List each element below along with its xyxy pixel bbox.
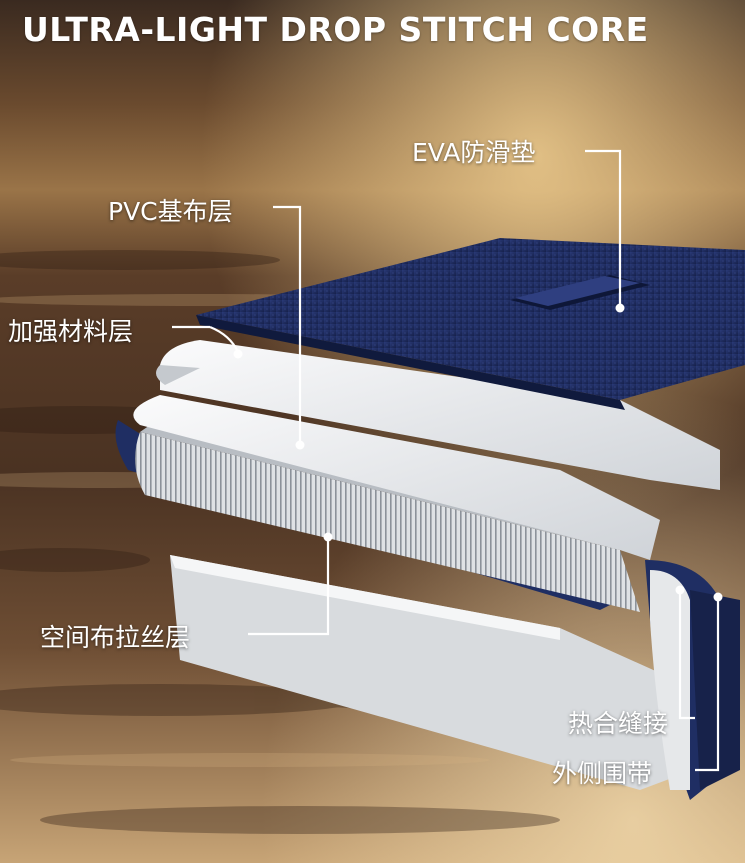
label-pvc-base-layer: PVC基布层 — [108, 197, 233, 226]
label-side-band: 外侧围带 — [552, 759, 653, 788]
label-drop-stitch-layer: 空间布拉丝层 — [40, 623, 191, 652]
label-heat-seam: 热合缝接 — [568, 709, 669, 738]
headline: ULTRA-LIGHT DROP STITCH CORE — [22, 10, 649, 49]
label-eva-pad: EVA防滑垫 — [412, 138, 536, 167]
label-reinforcement-layer: 加强材料层 — [8, 317, 134, 346]
